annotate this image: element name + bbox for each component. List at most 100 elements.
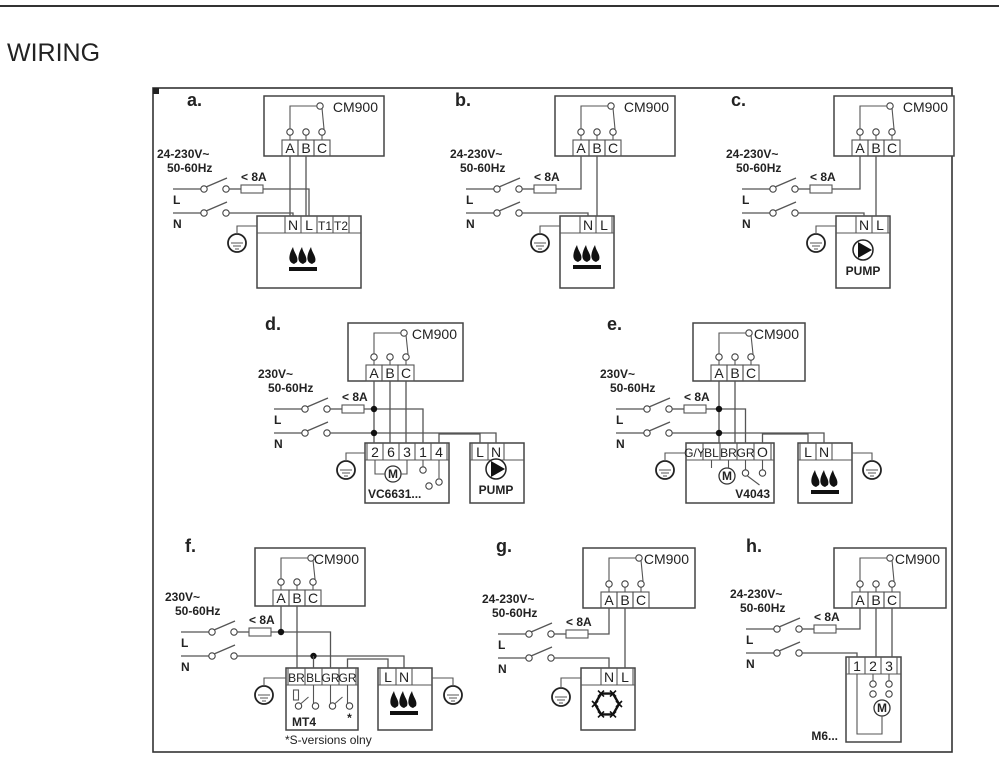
switch-blade [205,177,228,188]
cm900-label: CM900 [624,99,669,115]
supply-frequency: 50-60Hz [460,161,505,175]
wire-gr-boiler-l [346,658,389,668]
supply-frequency: 50-60Hz [740,601,785,615]
switch-contact [515,185,523,193]
terminal-label: L [600,217,608,233]
cm900-label: CM900 [314,551,359,567]
contact-ring [758,469,767,477]
mt4-label: MT4 [292,715,316,729]
earth-icon-lines [866,469,878,477]
burner-bar [573,265,601,269]
terminal-label: N [399,669,409,685]
fuse-icon [248,627,272,637]
wire-l [364,408,424,443]
terminal-label: T1 [318,219,332,233]
switch-contact [525,654,533,662]
wire-l-a [836,608,861,630]
switch-contact [547,654,555,662]
contact-ring [311,702,320,710]
supply-voltage: 24-230V~ [450,147,502,161]
terminal-label: B [871,140,880,156]
relay-common [718,332,746,354]
terminal-label: 2 [371,444,379,460]
terminal-label: G/Y [684,446,705,460]
terminal-label: C [746,365,756,381]
relay-common [373,332,401,354]
terminal-label: A [276,590,286,606]
earth-wire [236,225,257,229]
switch-leads [744,460,764,486]
contact-ring [869,680,877,688]
wire-n [229,212,294,216]
relay-common [608,557,636,581]
line-n-label: N [498,662,507,676]
switch-contact [230,628,238,636]
flame [298,247,307,264]
relay-common [580,105,608,129]
switch-contact [301,429,309,437]
relay-contact [856,580,864,588]
relay-contact [609,128,617,136]
snowflake-spike [597,690,605,698]
junction-dot [370,405,378,413]
flame [307,247,316,264]
motor-leads [710,460,730,468]
supply-voltage: 230V~ [258,367,293,381]
terminal-label: BR [288,671,305,685]
earth-icon-lines [534,242,546,250]
relay-contact [888,580,896,588]
switch-blade [306,421,329,432]
relay-contact [593,128,601,136]
supply-voltage: 24-230V~ [157,147,209,161]
switch-contact [301,405,309,413]
terminal-label: N [859,217,869,233]
junction-dot [370,429,378,437]
v4043-label: V4043 [735,487,770,501]
relay-arm [612,107,616,130]
switch-contact [208,628,216,636]
wire-n [554,657,610,668]
terminal-label: N [491,444,501,460]
switch-contact [665,429,673,437]
earth-icon-lines [659,469,671,477]
relay-contact [872,128,880,136]
diagram-frame [152,87,953,753]
relay-arm [321,107,325,130]
switch-contact [795,649,803,657]
cm900-label: CM900 [895,551,940,567]
terminal-label: L [305,217,313,233]
wire-l-a [556,156,582,190]
switch-contact [769,185,777,193]
relay-contact [856,128,864,136]
relay-arm [891,559,895,582]
cm900-label: CM900 [412,326,457,342]
flame [289,247,298,264]
line-n-label: N [466,217,475,231]
line-n-label: N [181,660,190,674]
panel-label: e. [607,314,622,334]
earth-wire [664,452,686,456]
wire-l [706,408,747,443]
contact-ring [885,690,893,698]
terminal-label: GR [339,671,357,685]
switch-contact [769,209,777,217]
fuse-icon [813,624,837,634]
earth-wire [432,677,454,681]
page-title: WIRING [7,39,101,67]
footnote-text: *S-versions olny [285,733,372,747]
terminal-label: L [876,217,884,233]
supply-voltage: 24-230V~ [726,147,778,161]
terminal-label: A [855,140,865,156]
terminal-label: A [604,592,614,608]
motor-label: M [722,469,732,483]
terminal-label: A [576,140,586,156]
neutral-return [856,674,883,735]
terminal-label: 1 [853,658,861,674]
top-rule [0,5,999,7]
